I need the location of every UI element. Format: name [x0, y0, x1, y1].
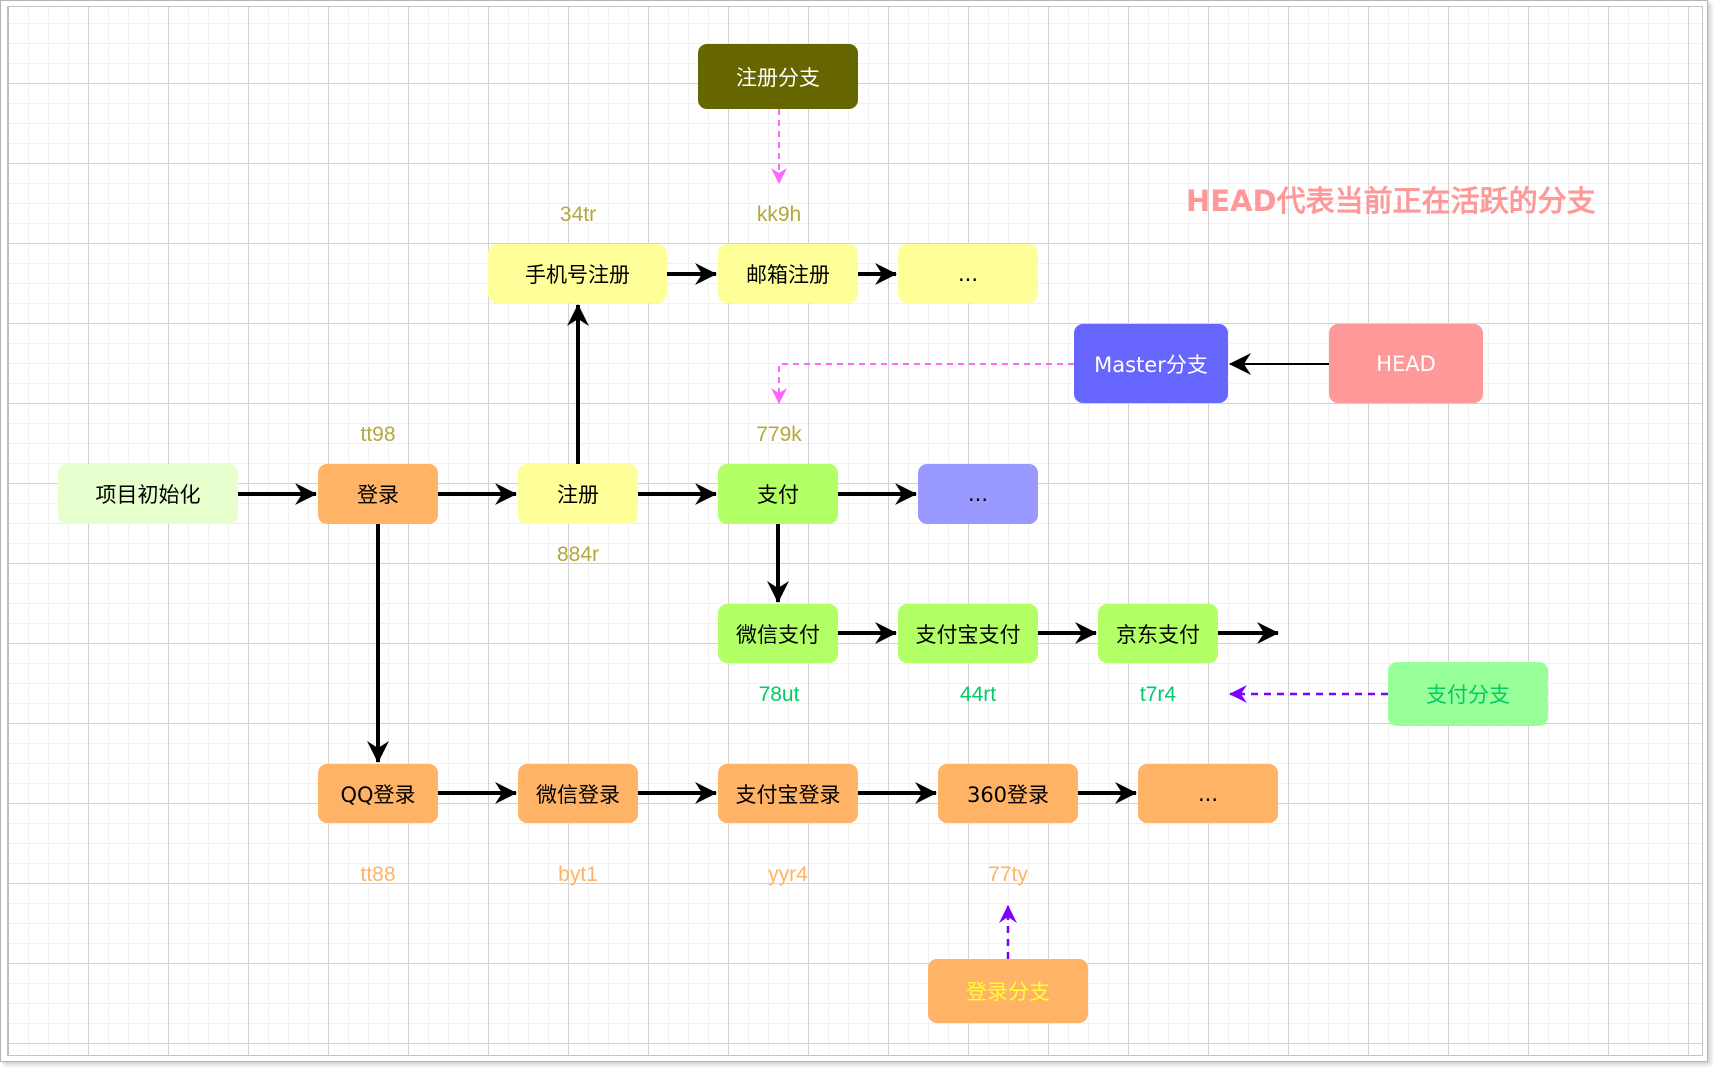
node-label: 项目初始化: [95, 483, 201, 507]
branch-label: 支付分支: [1426, 683, 1510, 707]
commit-label-email-register: kk9h: [756, 203, 802, 226]
node-label: ...: [957, 261, 979, 286]
node-label: 微信登录: [536, 782, 620, 807]
node-register-more[interactable]: ...: [898, 244, 1038, 303]
node-label: 支付宝支付: [915, 622, 1021, 647]
node-label: 注册: [557, 483, 599, 507]
branch-login[interactable]: 登录分支: [928, 959, 1088, 1023]
node-label: 支付宝登录: [735, 782, 841, 807]
commit-label-register: 884r: [556, 543, 600, 566]
node-label: QQ登录: [340, 782, 416, 807]
node-label: 手机号注册: [525, 262, 630, 287]
commit-label-payment: 779k: [756, 423, 802, 446]
commit-label-qq-login: tt88: [360, 863, 396, 886]
node-label: 邮箱注册: [746, 262, 830, 287]
node-label: ...: [967, 482, 989, 506]
commit-label-wechat-login: byt1: [558, 863, 598, 886]
node-alipay-login[interactable]: 支付宝登录: [718, 764, 858, 823]
head-pointer[interactable]: HEAD: [1329, 324, 1483, 403]
node-wechat-pay[interactable]: 微信支付: [718, 604, 838, 663]
branch-label: 注册分支: [736, 65, 820, 90]
node-label: 微信支付: [736, 622, 820, 647]
node-label: ...: [1197, 781, 1219, 806]
node-wechat-login[interactable]: 微信登录: [518, 764, 638, 823]
node-login-more[interactable]: ...: [1138, 764, 1278, 823]
commit-label-alipay-pay: 44rt: [959, 683, 997, 706]
branch-payment[interactable]: 支付分支: [1388, 662, 1548, 726]
head-explanation-title: HEAD代表当前正在活跃的分支: [1186, 184, 1596, 218]
node-email-register[interactable]: 邮箱注册: [718, 244, 858, 303]
commit-label-alipay-login: yyr4: [768, 863, 808, 886]
commit-label-wechat-pay: 78ut: [758, 683, 800, 706]
node-label: 京东支付: [1116, 622, 1200, 647]
node-qq-login[interactable]: QQ登录: [318, 764, 438, 823]
node-label: 支付: [757, 483, 799, 507]
commit-label-360-login: 77ty: [988, 863, 1028, 886]
node-phone-register[interactable]: 手机号注册: [488, 244, 667, 303]
node-register[interactable]: 注册: [518, 464, 638, 524]
branch-master[interactable]: Master分支: [1074, 324, 1228, 403]
node-payment[interactable]: 支付: [718, 464, 838, 524]
node-label: 360登录: [966, 782, 1050, 807]
node-login[interactable]: 登录: [318, 464, 438, 524]
node-project-init[interactable]: 项目初始化: [58, 464, 238, 524]
node-main-more[interactable]: ...: [918, 464, 1038, 524]
node-360-login[interactable]: 360登录: [938, 764, 1078, 823]
branch-label: 登录分支: [966, 980, 1050, 1004]
grid-canvas: [7, 6, 1703, 1056]
node-alipay-pay[interactable]: 支付宝支付: [898, 604, 1038, 663]
head-label: HEAD: [1376, 351, 1436, 376]
commit-label-login: tt98: [360, 423, 396, 446]
commit-label-phone-register: 34tr: [559, 203, 597, 226]
branch-label: Master分支: [1094, 352, 1208, 377]
node-label: 登录: [357, 483, 399, 507]
commit-label-jd-pay: t7r4: [1139, 683, 1177, 706]
node-jd-pay[interactable]: 京东支付: [1098, 604, 1218, 663]
branch-register[interactable]: 注册分支: [698, 44, 858, 109]
